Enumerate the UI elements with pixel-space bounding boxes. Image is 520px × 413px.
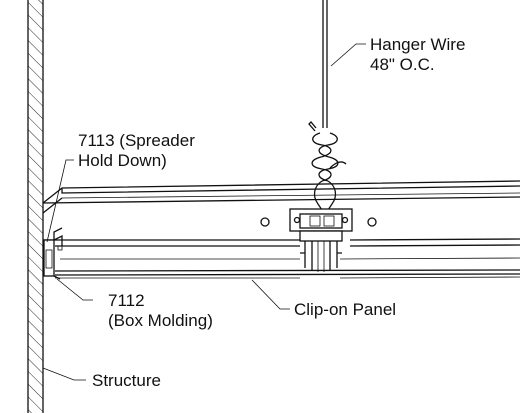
spreader-hold-down — [53, 227, 63, 251]
main-runner — [42, 180, 520, 247]
hanger-wire-label-line1: Hanger Wire — [370, 35, 466, 54]
structure-wall — [27, 0, 44, 413]
structure-label: Structure — [92, 371, 161, 390]
clip-on-panel-label: Clip-on Panel — [294, 300, 397, 319]
box-molding-label-line1: 7112 — [108, 291, 145, 310]
center-clip — [289, 208, 353, 272]
box-molding-label-line2: (Box Molding) — [108, 311, 213, 330]
wire-twist-coil — [308, 121, 347, 211]
spreader-label-line2: Hold Down) — [78, 151, 167, 170]
clip-on-panel — [54, 257, 520, 279]
spreader-label-line1: 7113 (Spreader — [78, 131, 195, 150]
hanger-wire-label-line2: 48" O.C. — [370, 55, 435, 74]
hanger-wire — [322, 0, 328, 128]
leader-lines — [42, 43, 366, 381]
box-molding — [43, 234, 63, 280]
